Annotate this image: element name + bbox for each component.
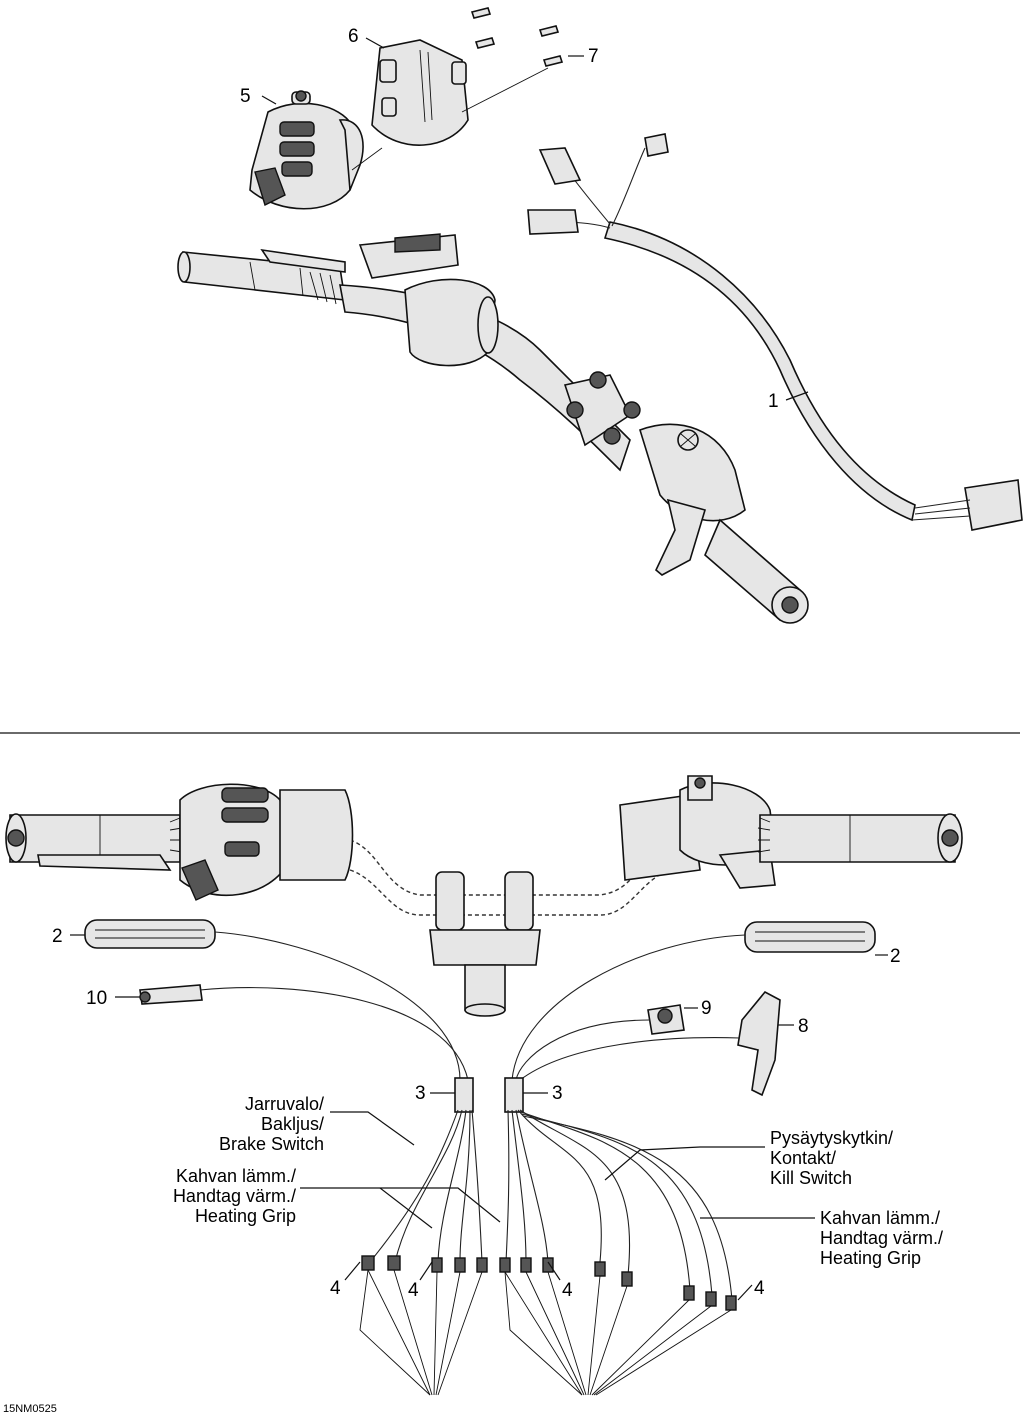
label-heating-grip-right: Kahvan lämm./ Handtag värm./ Heating Gri… bbox=[820, 1208, 943, 1268]
callout-4-d: 4 bbox=[754, 1278, 765, 1299]
heating-grip-right-line-3: Heating Grip bbox=[820, 1248, 921, 1268]
callout-2-right: 2 bbox=[890, 946, 901, 967]
brake-switch-line-1: Jarruvalo/ bbox=[245, 1094, 324, 1114]
heating-grip-right-line-2: Handtag värm./ bbox=[820, 1228, 943, 1248]
brake-switch-line-2: Bakljus/ bbox=[261, 1114, 324, 1134]
label-brake-switch: Jarruvalo/ Bakljus/ Brake Switch bbox=[219, 1094, 324, 1154]
callout-5: 5 bbox=[240, 86, 251, 107]
callout-6: 6 bbox=[348, 26, 359, 47]
grip-heaters bbox=[84, 919, 876, 953]
wiring-harness bbox=[527, 133, 1023, 531]
switch-housing bbox=[249, 90, 364, 210]
handlebar-assembly-top bbox=[177, 233, 809, 624]
handlebar-assembly-bottom bbox=[5, 775, 963, 1017]
label-heating-grip-left: Kahvan lämm./ Handtag värm./ Heating Gri… bbox=[173, 1166, 296, 1226]
callout-2-left: 2 bbox=[52, 926, 63, 947]
callout-10: 10 bbox=[86, 988, 107, 1009]
callout-9: 9 bbox=[701, 998, 712, 1019]
bottom-leader-lines bbox=[70, 934, 888, 1301]
callout-7: 7 bbox=[588, 46, 599, 67]
callout-4-a: 4 bbox=[330, 1278, 341, 1299]
small-parts bbox=[139, 984, 781, 1097]
screws bbox=[470, 7, 564, 67]
heating-grip-left-line-2: Handtag värm./ bbox=[173, 1186, 296, 1206]
kill-switch-line-3: Kill Switch bbox=[770, 1168, 852, 1188]
connectors bbox=[361, 1255, 737, 1311]
callout-4-c: 4 bbox=[562, 1280, 573, 1301]
callout-8: 8 bbox=[798, 1016, 809, 1037]
callout-3-right: 3 bbox=[552, 1083, 563, 1104]
heating-grip-right-line-1: Kahvan lämm./ bbox=[820, 1208, 940, 1228]
connector-leaders bbox=[359, 1269, 732, 1396]
label-kill-switch: Pysäytyskytkin/ Kontakt/ Kill Switch bbox=[770, 1128, 893, 1188]
kill-switch-line-2: Kontakt/ bbox=[770, 1148, 836, 1168]
figure-code: 15NM0525 bbox=[3, 1403, 57, 1415]
switch-cover bbox=[371, 39, 469, 146]
brake-switch-line-3: Brake Switch bbox=[219, 1134, 324, 1154]
callout-4-b: 4 bbox=[408, 1280, 419, 1301]
harness-wires bbox=[199, 931, 746, 1301]
heating-grip-left-line-3: Heating Grip bbox=[195, 1206, 296, 1226]
callout-3-left: 3 bbox=[415, 1083, 426, 1104]
callout-1: 1 bbox=[768, 391, 779, 412]
heating-grip-left-line-1: Kahvan lämm./ bbox=[176, 1166, 296, 1186]
kill-switch-line-1: Pysäytyskytkin/ bbox=[770, 1128, 893, 1148]
top-leader-lines bbox=[261, 37, 809, 401]
